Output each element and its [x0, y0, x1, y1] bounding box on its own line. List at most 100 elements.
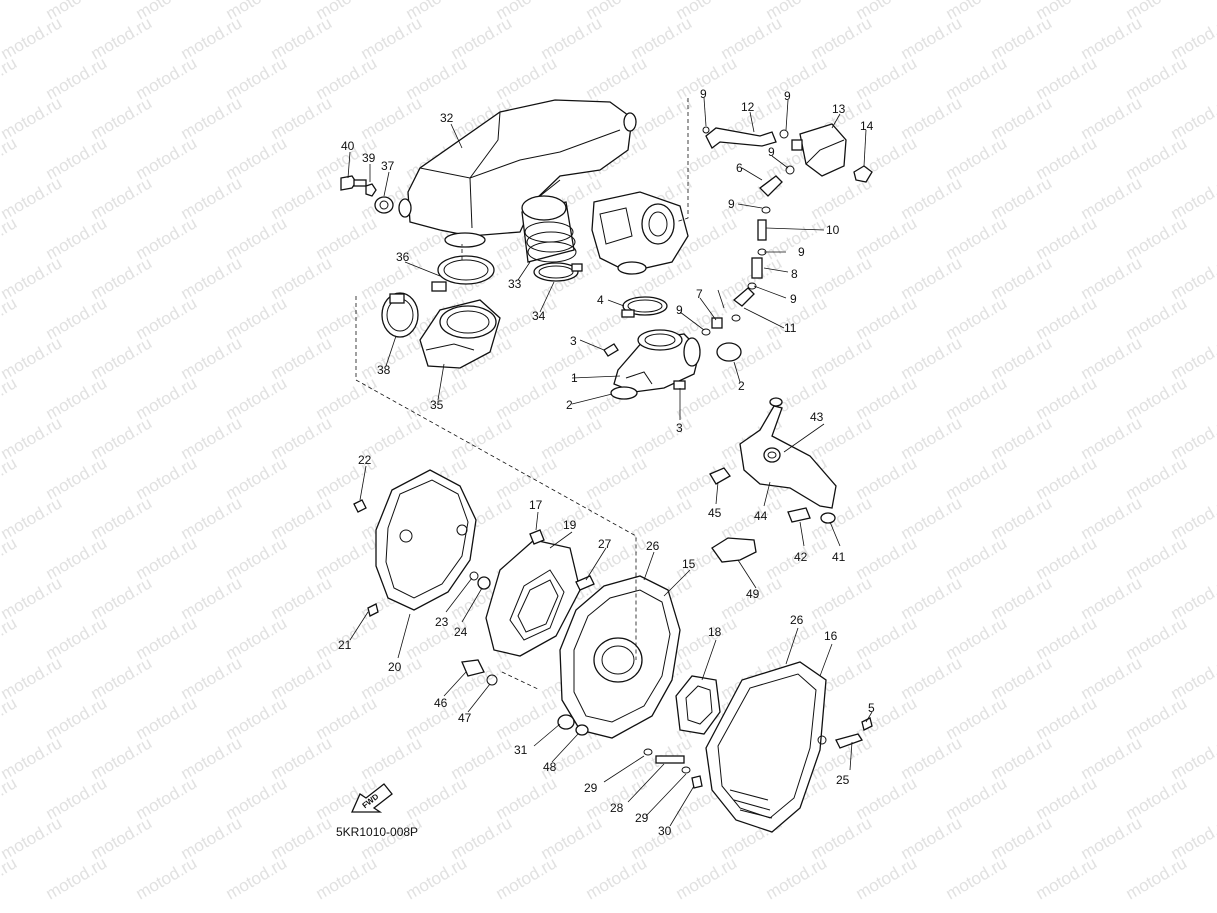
watermark-text: motod.ru: [1123, 853, 1191, 903]
screw-17: [529, 529, 545, 545]
callout: 20: [388, 660, 402, 674]
callout: 44: [754, 509, 768, 523]
callout: 3: [570, 334, 577, 348]
clip-29b: [681, 766, 691, 774]
callout: 1: [571, 371, 578, 385]
air-cut-valve-part: [791, 123, 847, 177]
valve-bolt-14: [853, 165, 873, 183]
cleaner-joint-part: [419, 299, 501, 369]
watermark-text: motod.ru: [0, 773, 20, 823]
callout: 13: [832, 102, 846, 116]
callout: 9: [790, 292, 797, 306]
watermark-text: motod.ru: [133, 853, 201, 903]
callout: 34: [532, 309, 546, 323]
callout: 9: [768, 145, 775, 159]
callout: 40: [341, 139, 355, 153]
callout: 9: [728, 197, 735, 211]
bolt-grommet-set: [340, 175, 394, 214]
callout: 9: [700, 87, 707, 101]
callout-labels: 1 2 2 3 3 4 5 6 7 8 9 9 9 9 9 9 9 10 11 …: [338, 87, 875, 838]
filter-cover-part: [375, 469, 477, 611]
side-cover-part: [705, 661, 827, 833]
callout: 16: [824, 629, 838, 643]
watermark-text: motod.ru: [0, 213, 20, 263]
callout: 2: [738, 379, 745, 393]
watermark-text: motod.ru: [0, 533, 20, 583]
callout: 18: [708, 625, 722, 639]
collar-48: [575, 724, 589, 736]
callout: 9: [798, 245, 805, 259]
callout: 14: [860, 119, 874, 133]
callout: 9: [676, 303, 683, 317]
parts-drawing: [340, 99, 873, 833]
washer-47: [486, 674, 498, 686]
callout: 5: [868, 701, 875, 715]
callout: 42: [794, 550, 808, 564]
screw-22: [353, 499, 367, 513]
intake-joint-part: [521, 195, 577, 263]
collar-41: [820, 512, 836, 524]
callout: 36: [396, 250, 410, 264]
callout: 27: [598, 537, 612, 551]
watermark-text: motod.ru: [43, 853, 111, 903]
bolt-25: [835, 733, 863, 749]
watermark-text: motod.ru: [583, 853, 651, 903]
callout: 38: [377, 363, 391, 377]
bolt-27: [575, 575, 595, 591]
callout: 47: [458, 711, 472, 725]
o-ring-2b: [610, 386, 638, 400]
watermark-text: motod.ru: [0, 453, 20, 503]
callout: 30: [658, 824, 672, 838]
callout: 26: [646, 539, 660, 553]
callout: 43: [810, 410, 824, 424]
callout: 33: [508, 277, 522, 291]
callout: 7: [696, 287, 703, 301]
grommet-31: [557, 714, 575, 730]
callout: 4: [597, 293, 604, 307]
watermark-text: motod.ru: [853, 853, 921, 903]
o-ring-2a: [716, 342, 742, 362]
watermark-text: motod.ru: [943, 853, 1011, 903]
callout: 10: [826, 223, 840, 237]
nut-24: [477, 576, 491, 590]
callout: 29: [584, 781, 598, 795]
bracket-part: [739, 397, 837, 509]
callout: 35: [430, 398, 444, 412]
air-cleaner-case-part: [559, 575, 681, 739]
callout: 21: [338, 638, 352, 652]
callout: 37: [381, 159, 395, 173]
callout: 32: [440, 111, 454, 125]
callout: 46: [434, 696, 448, 710]
manifold-bolts: [603, 343, 686, 390]
watermark-text: motod.ru: [1033, 853, 1101, 903]
screw-21: [367, 603, 379, 617]
filter-element-part: [675, 675, 721, 735]
diagram-code: 5KR1010-008P: [336, 825, 418, 839]
callout: 8: [791, 267, 798, 281]
callout: 3: [676, 421, 683, 435]
callout: 49: [746, 587, 760, 601]
watermark-text: motod.ru: [0, 373, 20, 423]
watermark-text: motod.ru: [0, 693, 20, 743]
watermark-text: motod.ru: [0, 853, 20, 903]
callout: 45: [708, 506, 722, 520]
watermark-text: motod.ru: [0, 613, 20, 663]
carb-clamp-part: [621, 296, 668, 318]
duct-clamp-part: [431, 255, 495, 292]
callout: 24: [454, 625, 468, 639]
watermark-text: motod.ru: [0, 133, 20, 183]
carburetor-part: [591, 191, 689, 275]
watermark-text: motod.ru: [0, 53, 20, 103]
callout: 9: [784, 89, 791, 103]
clip-29a: [643, 748, 653, 756]
callout: 22: [358, 453, 372, 467]
watermark-text: motod.ru: [403, 853, 471, 903]
callout: 23: [435, 615, 449, 629]
callout: 19: [563, 518, 577, 532]
air-duct-part: [398, 99, 637, 248]
callout: 2: [566, 398, 573, 412]
bolt-42: [787, 507, 811, 523]
leader-lines: [347, 97, 873, 827]
watermark-text: motod.ru: [223, 853, 291, 903]
